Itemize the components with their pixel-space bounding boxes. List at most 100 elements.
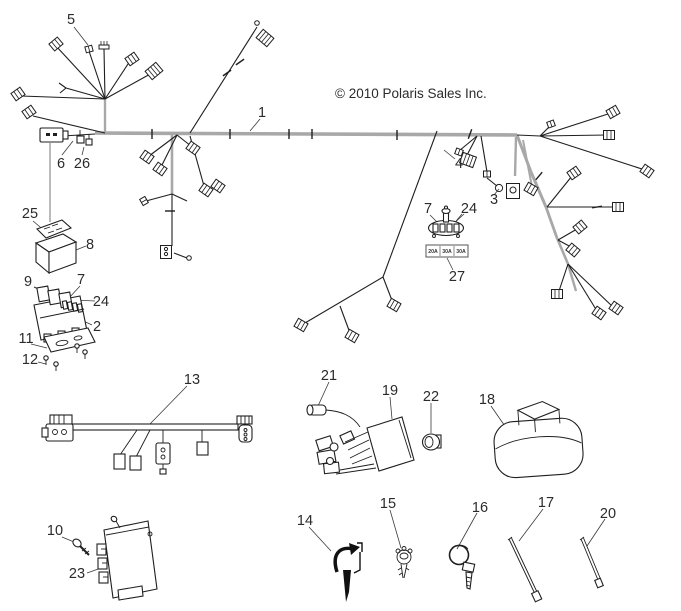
cluster-plug (315, 435, 335, 452)
pin-flange (396, 549, 412, 565)
glyph-detail (24, 109, 31, 118)
connector-glyph-dot (254, 20, 260, 26)
module-detail (105, 526, 150, 536)
connector-glyph-std (551, 289, 563, 299)
pin-flange-inner (399, 552, 409, 560)
pin-petal (401, 546, 407, 551)
callout-24-mid: 24 (461, 201, 477, 217)
boot-top-edge (558, 409, 561, 424)
glyph-detail (389, 299, 395, 309)
clip-tick (535, 171, 543, 181)
card-slot (43, 226, 51, 230)
branch-wire (558, 263, 569, 292)
tie-head (594, 577, 604, 589)
glyph-detail (300, 321, 306, 331)
plug-latch (41, 427, 49, 438)
module-body (103, 520, 158, 599)
glyph-detail (254, 20, 260, 26)
glyph-detail (216, 183, 223, 192)
glyph-detail (142, 151, 149, 160)
callout-numbers: 5 1 6 26 4 3 7 24 27 25 8 9 7 24 2 11 12… (18, 12, 616, 582)
pin-shaft (400, 563, 404, 579)
glyph-detail (393, 301, 399, 311)
glyph-detail (642, 165, 649, 174)
callout-25: 25 (22, 206, 38, 222)
card-slot (55, 227, 63, 231)
connector-glyph-big (255, 28, 275, 48)
glyph-detail (261, 33, 269, 43)
cable-tie-20 (579, 536, 604, 589)
screw-head (53, 361, 59, 367)
glyph-detail (526, 183, 532, 193)
glyph-detail (611, 302, 618, 311)
pin-barb (398, 572, 403, 576)
fuse (439, 223, 446, 233)
callout-8: 8 (86, 237, 94, 253)
glyph-detail (191, 145, 198, 154)
plug-pin (52, 429, 58, 435)
leader-line (308, 526, 332, 552)
center-connector (155, 442, 171, 465)
clip-tick (591, 205, 603, 209)
drop-connector (129, 455, 142, 471)
branch-wire (539, 135, 646, 171)
glyph-detail (13, 91, 20, 100)
glyph-body (210, 178, 226, 194)
leader-line (317, 381, 330, 407)
connector-latch (62, 130, 69, 140)
glyph-detail (130, 53, 137, 62)
glyph-body (344, 328, 360, 344)
pin-petal (407, 548, 413, 554)
module-tab (96, 543, 107, 556)
plug-pin (243, 432, 248, 437)
branch-wire (567, 263, 614, 308)
glyph-body (612, 202, 624, 212)
glyph-detail (347, 330, 353, 340)
cluster-plug-round (325, 456, 335, 466)
trunk-segment (555, 237, 570, 265)
branch-wire (55, 45, 106, 100)
sub-harness-13 (41, 414, 253, 475)
glyph-body (603, 130, 615, 140)
box-front (48, 241, 77, 274)
clip-tick (467, 129, 473, 139)
card-slot (47, 230, 55, 234)
branch-wire (516, 134, 541, 137)
trunk-segment (522, 139, 534, 193)
glyph-detail (569, 170, 576, 179)
connector-glyph-std (293, 317, 309, 333)
callout-21: 21 (321, 368, 337, 384)
grommet-hole (424, 436, 434, 448)
screw-thread (84, 550, 90, 555)
glyph-detail (201, 184, 208, 193)
boot-top-edge (534, 419, 536, 433)
cluster-plug-round (329, 442, 339, 452)
cluster-wire (347, 439, 370, 451)
branch-wire (339, 305, 351, 334)
glyph-detail (158, 166, 165, 175)
connector-body (39, 127, 64, 143)
branch-wire (88, 50, 106, 100)
connector-pin (46, 133, 50, 136)
module-hole (147, 531, 153, 537)
terminal (85, 138, 93, 146)
glyph-body (506, 183, 520, 199)
clip-spike (343, 570, 351, 602)
callout-6: 6 (57, 156, 65, 172)
cluster-wire (335, 467, 377, 475)
block-detail (39, 308, 85, 319)
branch-wire (486, 177, 498, 187)
callout-18: 18 (479, 392, 495, 408)
pin-petal (395, 548, 401, 554)
glyph-detail (594, 307, 601, 316)
connector-6 (39, 127, 69, 143)
drop-connector (113, 453, 126, 470)
trunk-segment (544, 206, 559, 239)
connector-nut (159, 468, 167, 475)
leader-line (37, 361, 47, 365)
connector-glyph-std (139, 149, 155, 165)
clip-tick-mark (467, 129, 473, 139)
mini-fuse (61, 300, 69, 310)
callout-10: 10 (47, 523, 63, 539)
trunk-segment (566, 263, 578, 292)
